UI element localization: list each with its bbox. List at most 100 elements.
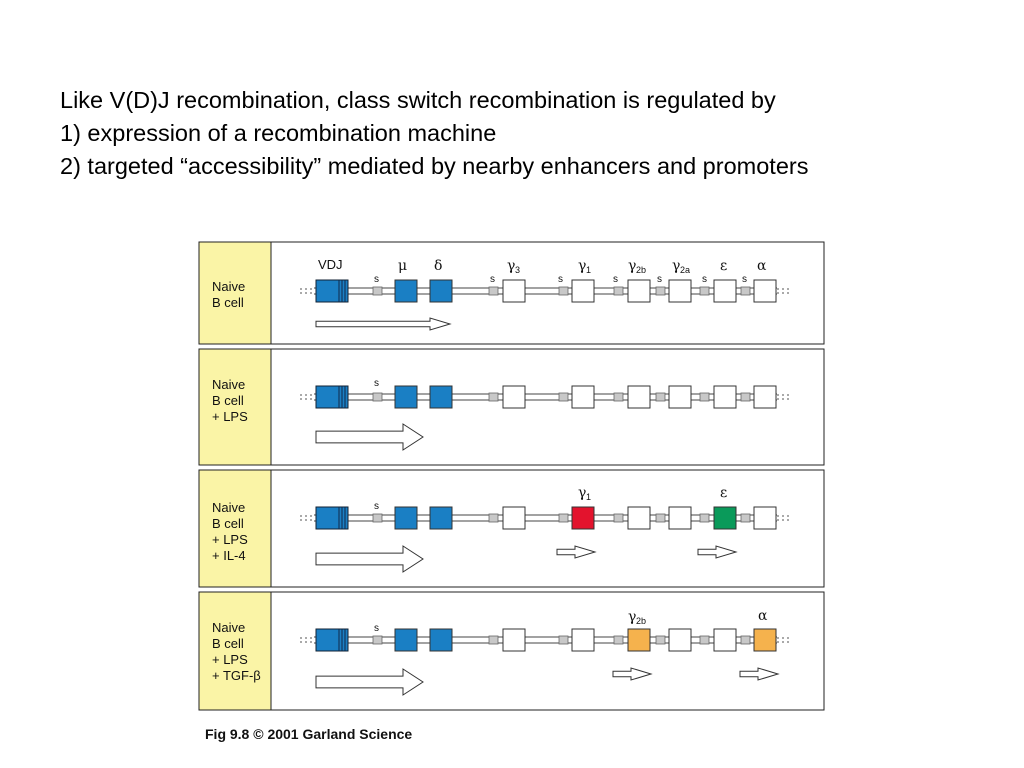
- switch-region: [372, 392, 383, 402]
- switch-region: [488, 635, 499, 645]
- exon-g2a: [668, 279, 692, 303]
- exon-g3: [502, 506, 526, 530]
- switch-region: [655, 513, 666, 523]
- switch-region: [558, 635, 569, 645]
- exon-d: [429, 279, 453, 303]
- heading-line-2: 1) expression of a recombination machine: [60, 120, 497, 146]
- panel-3-label-gamma1: γ: [578, 485, 586, 501]
- label-gamma2b: γ: [628, 258, 636, 274]
- exon-g2a: [668, 628, 692, 652]
- exon-d: [429, 628, 453, 652]
- label-vdj: VDJ: [318, 257, 343, 272]
- label-gamma2b-sub: 2b: [636, 265, 646, 275]
- switch-region: [372, 513, 383, 523]
- switch-region: [655, 286, 666, 296]
- panel-1-gene-labels: VDJ s μ δ s γ 3 s γ 1 s γ 2b s γ 2a s ε …: [318, 257, 767, 285]
- exon-g2a: [668, 506, 692, 530]
- switch-region: [740, 286, 751, 296]
- switch-region: [372, 635, 383, 645]
- label-gamma1-sub: 1: [586, 265, 591, 275]
- heading-line-3: 2) targeted “accessibility” mediated by …: [60, 153, 809, 179]
- figure-caption: Fig 9.8 © 2001 Garland Science: [205, 726, 412, 742]
- switch-region: [613, 635, 624, 645]
- transcription-arrow-vdj: [315, 317, 452, 331]
- exon-e: [713, 279, 737, 303]
- vdj-exon: [315, 506, 349, 530]
- vdj-exon: [315, 279, 349, 303]
- panel-3-label-epsilon: ε: [720, 485, 727, 501]
- label-mu: μ: [398, 258, 407, 274]
- exon-d: [429, 506, 453, 530]
- label-s-g2b: s: [613, 274, 618, 285]
- label-gamma2a-sub: 2a: [680, 265, 690, 275]
- transcription-arrow-vdj: [315, 545, 424, 573]
- panel-4-label-line-1: Naive: [212, 620, 245, 635]
- panel-3-label-line-2: B cell: [212, 516, 244, 531]
- transcription-arrow-vdj: [315, 423, 424, 451]
- panel-3-label-line-1: Naive: [212, 500, 245, 515]
- panel-4-label-alpha: α: [758, 608, 768, 624]
- label-alpha: α: [757, 258, 767, 274]
- exon-mu: [394, 385, 418, 409]
- panel-4-label-line-4: + TGF-β: [212, 668, 261, 683]
- label-s-g1: s: [558, 274, 563, 285]
- panel-3-label-line-4: + IL-4: [212, 548, 246, 563]
- germline-arrow-gamma2b: [612, 667, 653, 681]
- exon-g1: [571, 385, 595, 409]
- exon-g3: [502, 628, 526, 652]
- exon-mu: [394, 279, 418, 303]
- exon-g1: [571, 628, 595, 652]
- panel-2-label-line-3: + LPS: [212, 409, 248, 424]
- exon-e: [713, 506, 737, 530]
- vdj-exon: [315, 628, 349, 652]
- label-s-e: s: [702, 274, 707, 285]
- label-epsilon: ε: [720, 258, 727, 274]
- switch-region: [740, 513, 751, 523]
- switch-region: [699, 392, 710, 402]
- label-gamma3: γ: [507, 258, 515, 274]
- switch-region: [613, 392, 624, 402]
- panel-2-label-line-1: Naive: [212, 377, 245, 392]
- transcription-arrow-vdj: [315, 668, 424, 696]
- label-s-g2a: s: [657, 274, 662, 285]
- loci-layer: [300, 279, 792, 696]
- switch-region: [740, 635, 751, 645]
- panel-4-label-gamma2b: γ: [628, 609, 636, 625]
- exon-g2b: [627, 628, 651, 652]
- switch-region: [655, 392, 666, 402]
- exon-d: [429, 385, 453, 409]
- switch-region: [558, 286, 569, 296]
- exon-g2a: [668, 385, 692, 409]
- panel-2-label-s: s: [374, 378, 379, 389]
- switch-region: [558, 392, 569, 402]
- exon-a: [753, 628, 777, 652]
- exon-g3: [502, 279, 526, 303]
- exon-mu: [394, 506, 418, 530]
- switch-region: [372, 286, 383, 296]
- switch-region: [488, 392, 499, 402]
- panel-3-label-s: s: [374, 501, 379, 512]
- germline-arrow-alpha: [739, 667, 780, 681]
- label-delta: δ: [434, 258, 442, 274]
- label-s-mu: s: [374, 274, 379, 285]
- switch-region: [699, 513, 710, 523]
- panel-1-label-line-2: B cell: [212, 295, 244, 310]
- switch-region: [488, 513, 499, 523]
- switch-region: [488, 286, 499, 296]
- switch-region: [740, 392, 751, 402]
- panel-4-label-gamma2b-sub: 2b: [636, 616, 646, 626]
- panel-2-label-line-2: B cell: [212, 393, 244, 408]
- exon-g3: [502, 385, 526, 409]
- switch-region: [699, 635, 710, 645]
- label-gamma2a: γ: [672, 258, 680, 274]
- panel-4-label-s: s: [374, 623, 379, 634]
- panel-1-label-line-1: Naive: [212, 279, 245, 294]
- exon-g1: [571, 279, 595, 303]
- germline-arrow-epsilon: [697, 545, 738, 559]
- exon-e: [713, 385, 737, 409]
- exon-a: [753, 506, 777, 530]
- label-s-a: s: [742, 274, 747, 285]
- panel-3-label-gamma1-sub: 1: [586, 492, 591, 502]
- label-gamma3-sub: 3: [515, 265, 520, 275]
